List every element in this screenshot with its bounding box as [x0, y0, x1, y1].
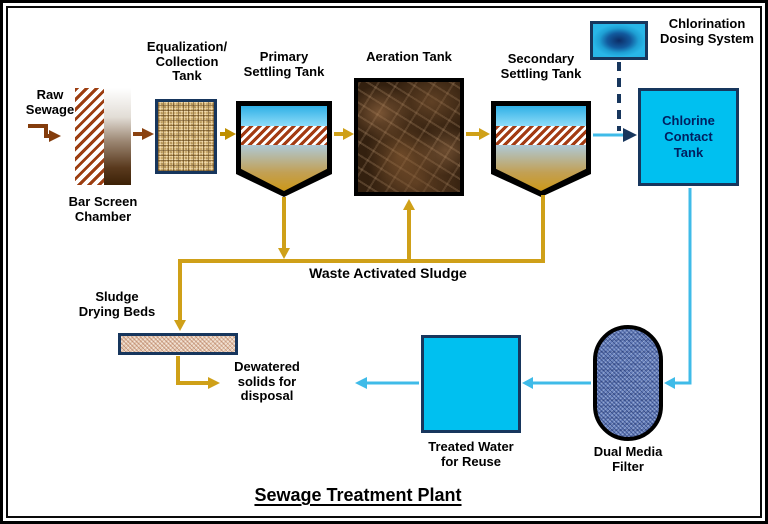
- dual-media-filter: [593, 325, 663, 441]
- return-sludge-arrowhead: [403, 199, 415, 210]
- sludge-band: [241, 145, 327, 191]
- aeration-to-secondary-arrowhead: [479, 128, 490, 140]
- bar-screen-gradient: [104, 88, 131, 185]
- beds-to-disposal-line: [176, 356, 208, 385]
- filter-to-treated-arrowhead: [522, 377, 533, 389]
- equalization-to-primary-arrowhead: [225, 128, 236, 140]
- secondary-settling-label: Secondary Settling Tank: [500, 51, 582, 81]
- equalization-label: Equalization/ Collection Tank: [146, 39, 228, 84]
- aeration-tank: [354, 78, 464, 196]
- clear-water-band: [241, 106, 327, 126]
- waste-activated-sludge-label: Waste Activated Sludge: [309, 265, 467, 281]
- clear-water-band: [496, 106, 586, 126]
- secondary-settling-tank: [491, 101, 591, 197]
- secondary-to-contact-arrowhead: [623, 128, 637, 142]
- diagram-title: Sewage Treatment Plant: [254, 485, 462, 505]
- equalization-tank: [155, 99, 217, 174]
- scum-band: [496, 126, 586, 145]
- raw-sewage-arrowhead: [49, 130, 61, 142]
- to-drying-beds-arrowhead: [174, 320, 186, 331]
- dual-media-filter-label: Dual Media Filter: [593, 444, 663, 474]
- treated-water-tank: [421, 335, 521, 433]
- sludge-drying-beds-label: Sludge Drying Beds: [78, 289, 156, 319]
- primary-sludge-arrowhead: [278, 248, 290, 259]
- sludge-band: [496, 145, 586, 191]
- chlorination-dosing-unit: [590, 21, 648, 60]
- raw-sewage-label: Raw Sewage: [25, 87, 75, 117]
- bar-screen-hatch: [75, 88, 104, 185]
- bar-screen-label: Bar Screen Chamber: [68, 194, 138, 224]
- chlorine-contact-tank-label: Chlorine Contact Tank: [662, 112, 715, 161]
- barscreen-to-equalization-arrowhead: [142, 128, 154, 140]
- dewatered-solids-label: Dewatered solids for disposal: [234, 359, 300, 404]
- raw-sewage-arrow: [28, 124, 49, 138]
- primary-settling-label: Primary Settling Tank: [243, 49, 325, 79]
- waste-sludge-loop-line: [178, 195, 545, 320]
- chlorination-dosing-label: Chlorination Dosing System: [660, 16, 754, 46]
- contact-to-filter-line: [675, 188, 692, 385]
- chlorine-contact-tank: Chlorine Contact Tank: [638, 88, 739, 186]
- treated-out-arrowhead: [355, 377, 367, 389]
- treated-water-label: Treated Water for Reuse: [428, 439, 514, 469]
- aeration-label: Aeration Tank: [366, 49, 452, 64]
- sludge-drying-beds: [118, 333, 238, 355]
- contact-to-filter-arrowhead: [664, 377, 675, 389]
- primary-settling-tank: [236, 101, 332, 197]
- scum-band: [241, 126, 327, 145]
- primary-to-aeration-arrowhead: [343, 128, 354, 140]
